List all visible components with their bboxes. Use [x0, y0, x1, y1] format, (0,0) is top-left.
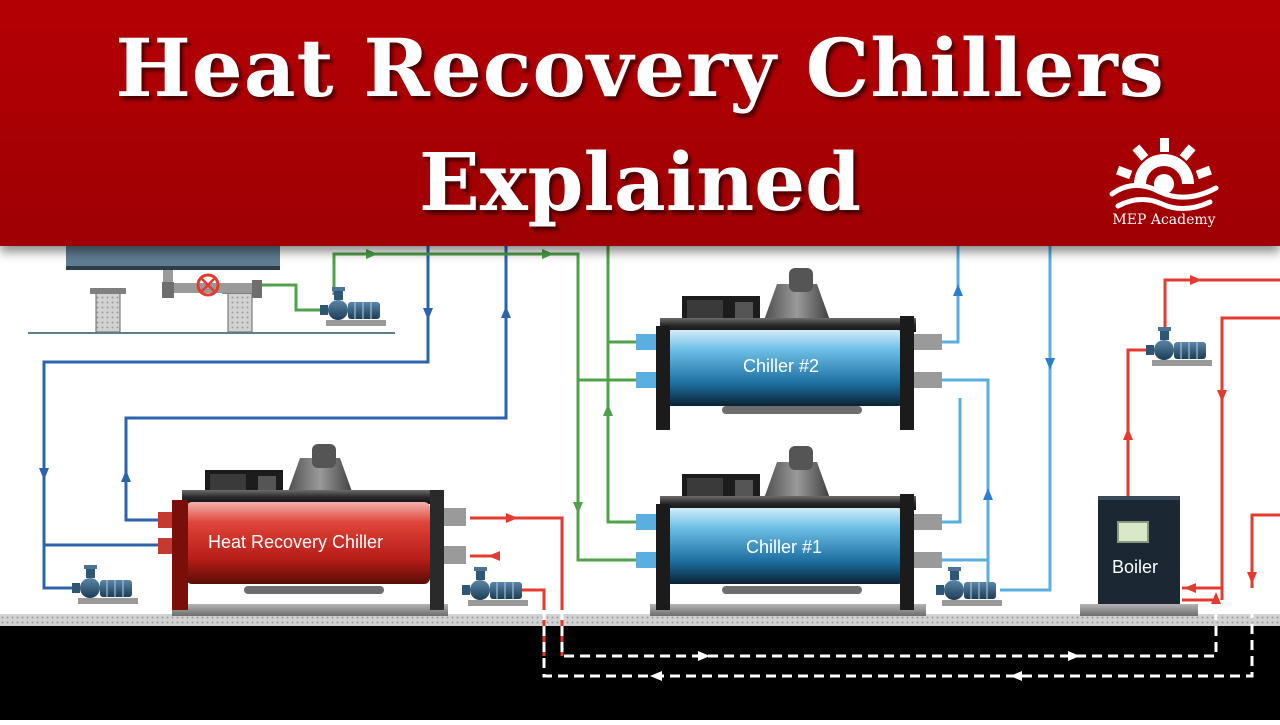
pump-icon	[936, 567, 1002, 606]
waves-icon	[1109, 183, 1219, 211]
title-line-1: Heat Recovery Chillers	[115, 21, 1165, 115]
logo-text: MEP Academy	[1112, 212, 1216, 228]
boiler-label: Boiler	[1112, 557, 1159, 577]
chiller-1-label: Chiller #1	[746, 537, 823, 557]
title-line-2: Explained	[418, 135, 862, 229]
mep-academy-logo	[1109, 138, 1219, 211]
pump-icon	[1146, 327, 1212, 366]
pump-icon	[72, 565, 138, 604]
pump-icon	[320, 287, 386, 326]
pump-icon	[462, 567, 528, 606]
heat-recovery-chiller-label: Heat Recovery Chiller	[208, 532, 384, 552]
title-banner: Heat Recovery Chillers Explained MEP Aca…	[0, 0, 1280, 246]
chiller-2-label: Chiller #2	[743, 356, 820, 376]
